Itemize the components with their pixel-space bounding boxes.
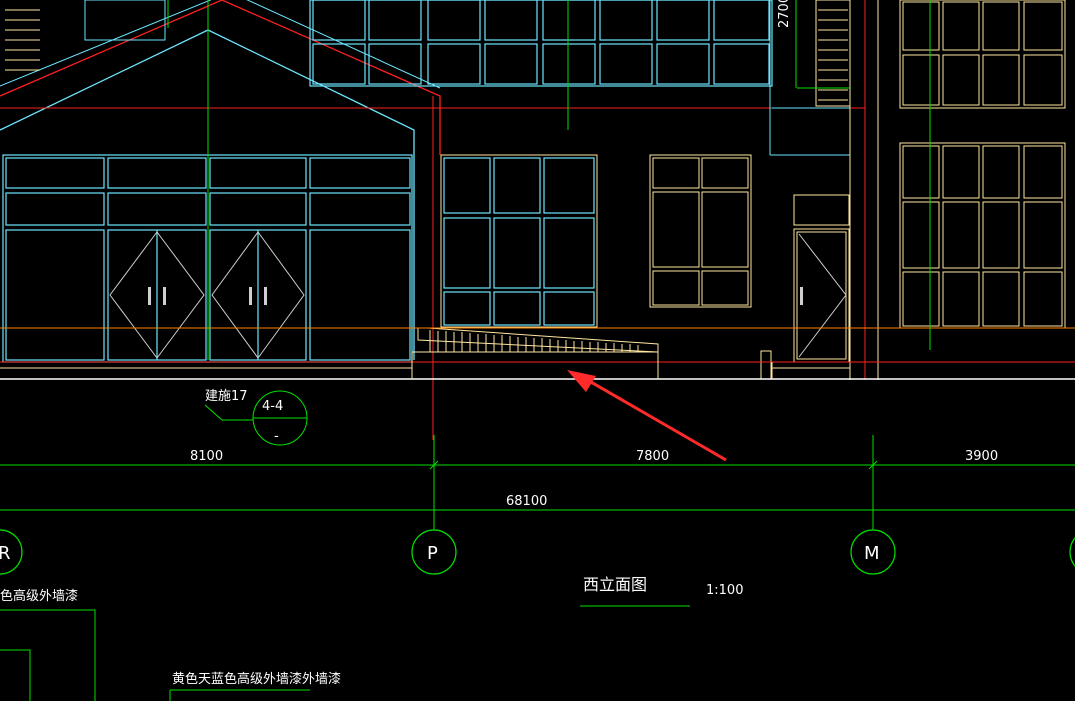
red-arrow	[567, 370, 727, 462]
axis-label-p: P	[427, 543, 438, 564]
dimension-8100: 8100	[190, 449, 223, 464]
axis-bubbles	[0, 529, 1075, 575]
dimension-lines	[0, 435, 1075, 530]
side-door	[793, 194, 850, 363]
green-guides	[167, 0, 931, 360]
leader-lines	[0, 609, 310, 701]
axis-label-m: M	[864, 543, 880, 564]
dimension-7800: 7800	[636, 449, 669, 464]
right-tower-windows	[899, 0, 1066, 329]
detail-reference: 建施17	[205, 389, 248, 404]
louver-slats	[815, 0, 851, 107]
ramp	[417, 327, 772, 380]
section-sheet: -	[274, 429, 279, 444]
drawing-title: 西立面图	[583, 575, 647, 594]
dimension-3900: 3900	[965, 449, 998, 464]
wall-outlines	[432, 0, 879, 440]
section-number: 4-4	[262, 399, 283, 414]
axis-label-r: R	[0, 543, 11, 564]
material-note-left: 色高级外墙漆	[0, 588, 78, 604]
section-marker	[204, 390, 308, 446]
material-note-bottom: 黄色天蓝色高级外墙漆外墙漆	[172, 671, 341, 687]
dimension-total: 68100	[506, 494, 547, 509]
door-handles	[148, 287, 803, 305]
upper-windows	[309, 0, 773, 87]
drawing-scale: 1:100	[706, 583, 743, 598]
middle-windows	[440, 154, 752, 328]
ground-lines	[0, 327, 1075, 380]
vertical-dimension: 2700	[777, 0, 792, 28]
